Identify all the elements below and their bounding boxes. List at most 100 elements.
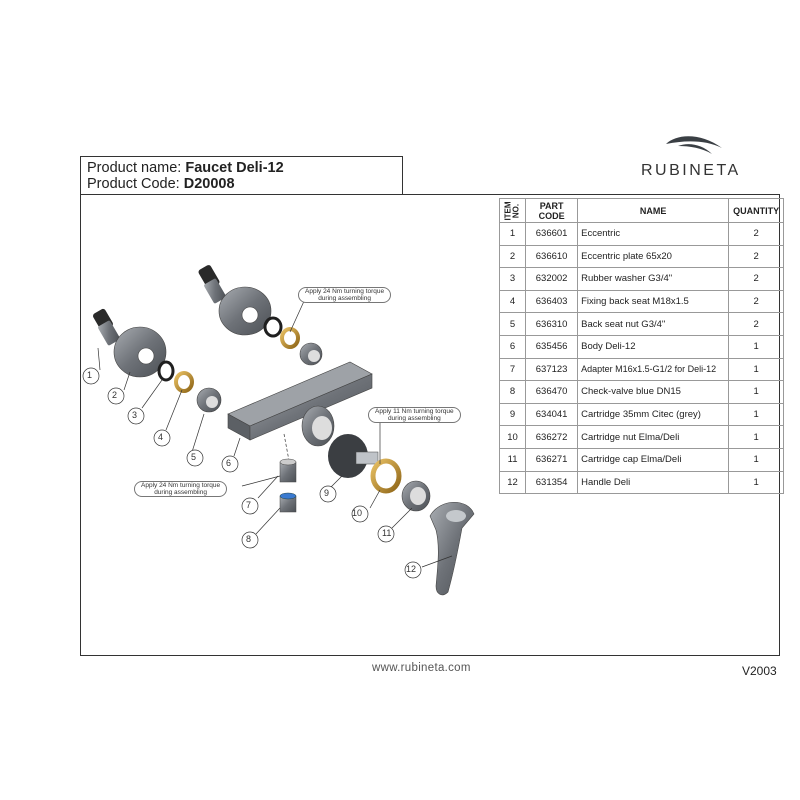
part-name-cell: Adapter M16x1.5-G1/2 for Deli-12	[577, 357, 730, 382]
part-code-cell: 636470	[525, 380, 579, 404]
item-no-cell: 3	[498, 267, 527, 291]
part-code-cell: 636610	[525, 244, 579, 269]
product-name-value: Faucet Deli-12	[185, 160, 284, 176]
part-code-cell: 636272	[525, 425, 579, 449]
part-code-cell: 636310	[525, 312, 579, 336]
torque-note-left-line2: during assembling	[154, 489, 207, 496]
item-no-cell: 12	[498, 470, 527, 495]
torque-note-left: Apply 24 Nm turning torque during assemb…	[134, 481, 228, 497]
item-no-cell: 4	[498, 289, 527, 314]
quantity-cell: 2	[728, 244, 785, 269]
eccentric-left	[93, 308, 120, 346]
torque-note-middle-line2: during assembling	[387, 415, 441, 422]
faucet-body	[227, 361, 373, 447]
product-code-label: Product Code:	[87, 176, 180, 192]
product-name-label: Product name:	[87, 160, 182, 176]
quantity-cell: 1	[728, 380, 785, 404]
part-name-cell: Cartridge 35mm Citec (grey)	[577, 402, 730, 427]
part-code-cell: 635456	[525, 334, 579, 359]
callout-1: 1	[87, 370, 93, 380]
callout-6: 6	[226, 458, 232, 468]
callout-9: 9	[324, 488, 330, 498]
part-code-cell: 636403	[525, 289, 579, 314]
quantity-cell: 1	[728, 425, 785, 449]
torque-note-top: Apply 24 Nm turning torque during assemb…	[298, 287, 392, 303]
item-no-cell: 10	[498, 425, 527, 449]
product-name-line: Product name: Faucet Deli-12	[87, 160, 284, 176]
torque-note-left-line1: Apply 24 Nm turning torque	[141, 482, 221, 489]
item-no-cell: 7	[498, 357, 527, 382]
quantity-cell: 1	[728, 334, 785, 359]
quantity-cell: 2	[728, 222, 785, 246]
callout-11: 11	[382, 528, 392, 538]
logo-swoosh-icon	[666, 136, 722, 154]
version-code: V2003	[742, 664, 777, 678]
part-name-cell: Eccentric	[577, 222, 730, 246]
item-no-cell: 1	[498, 222, 527, 246]
rubineta-logo: RUBINETA	[636, 132, 752, 182]
part-code-cell: 636271	[525, 447, 579, 472]
header-part-code: PART CODE	[525, 198, 579, 223]
cartridge-nut	[370, 458, 402, 494]
part-name-cell: Body Deli-12	[577, 334, 730, 359]
eccentric-upper	[198, 265, 226, 304]
part-code-cell: 631354	[525, 470, 579, 495]
part-name-cell: Check-valve blue DN15	[577, 380, 730, 404]
check-valve	[279, 492, 297, 513]
fixing-seat-left	[174, 371, 194, 393]
header-name: NAME	[577, 198, 730, 223]
callout-8: 8	[246, 534, 252, 544]
callout-5: 5	[191, 452, 197, 462]
quantity-cell: 1	[728, 447, 785, 472]
callout-10: 10	[352, 508, 363, 518]
item-no-cell: 11	[498, 447, 527, 472]
callout-12: 12	[406, 564, 417, 574]
torque-note-top-line1: Apply 24 Nm turning torque	[305, 288, 385, 295]
part-name-cell: Cartridge cap Elma/Deli	[577, 447, 730, 472]
quantity-cell: 2	[728, 289, 785, 314]
part-name-cell: Cartridge nut Elma/Deli	[577, 425, 730, 449]
torque-note-middle-line1: Apply 11 Nm turning torque	[375, 408, 454, 415]
part-name-cell: Fixing back seat M18x1.5	[577, 289, 730, 314]
exploded-drawing	[82, 265, 475, 596]
callout-4: 4	[158, 432, 164, 442]
part-code-cell: 634041	[525, 402, 579, 427]
item-no-cell: 2	[498, 244, 527, 269]
item-no-cell: 9	[498, 402, 527, 427]
quantity-cell: 1	[728, 357, 785, 382]
cartridge	[328, 434, 379, 478]
quantity-cell: 1	[728, 470, 785, 495]
item-no-cell: 8	[498, 380, 527, 404]
quantity-cell: 2	[728, 267, 785, 291]
quantity-cell: 2	[728, 312, 785, 336]
callout-2: 2	[112, 390, 118, 400]
product-code-line: Product Code: D20008	[87, 176, 235, 192]
fixing-seat-upper	[280, 327, 300, 349]
quantity-cell: 1	[728, 402, 785, 427]
rubber-washer-upper	[263, 316, 283, 338]
handle	[429, 502, 475, 596]
part-name-cell: Handle Deli	[577, 470, 730, 495]
header-item-no: ITEM NO.	[498, 198, 527, 223]
brand-name: RUBINETA	[641, 162, 741, 179]
item-no-cell: 6	[498, 334, 527, 359]
product-code-value: D20008	[183, 176, 235, 192]
rubber-washer-left	[157, 360, 175, 382]
callout-7: 7	[246, 500, 252, 510]
part-name-cell: Eccentric plate 65x20	[577, 244, 730, 269]
part-code-cell: 637123	[525, 357, 579, 382]
header-quantity: QUANTITY	[728, 198, 785, 223]
item-no-cell: 5	[498, 312, 527, 336]
adapter	[279, 458, 297, 483]
